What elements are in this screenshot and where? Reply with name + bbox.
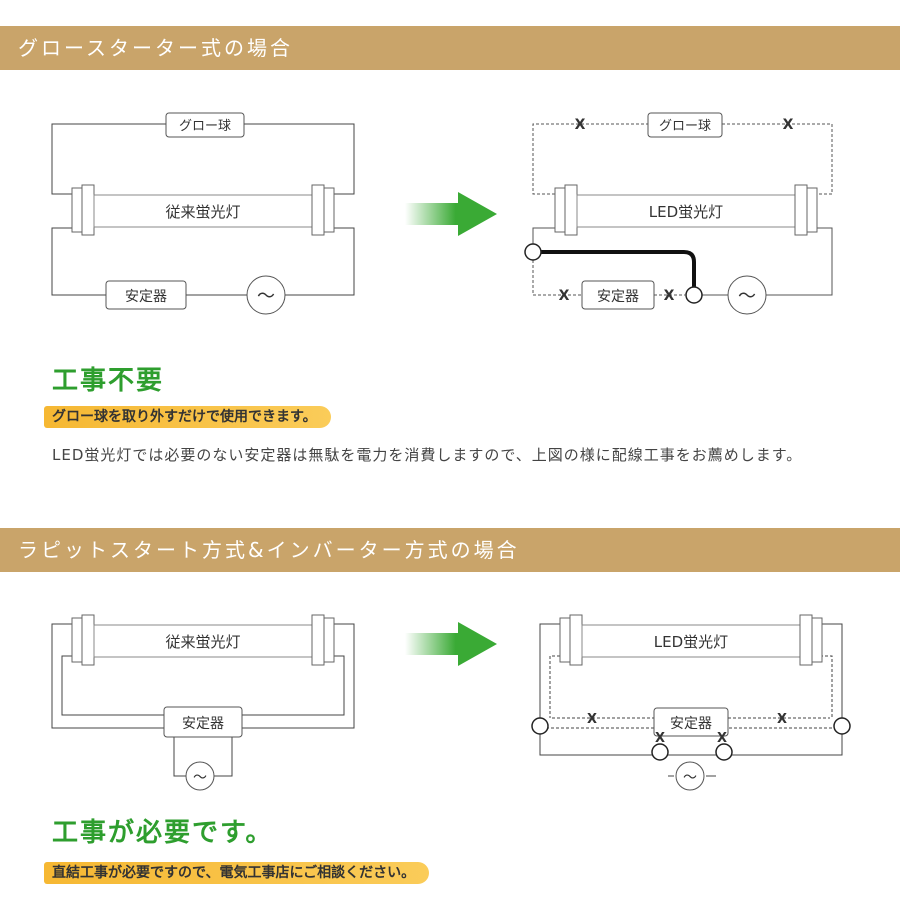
- section-header-glow-starter: グロースターター式の場合: [0, 26, 900, 70]
- bypass-wire: [540, 250, 696, 288]
- transition-arrow-2: [405, 622, 497, 666]
- rapid-start-wiring-diagram: 従来蛍光灯 安定器 ～ LED蛍光灯 安定器 ～: [51, 614, 851, 791]
- svg-text:～: ～: [683, 770, 697, 786]
- svg-text:安定器: 安定器: [670, 716, 712, 732]
- glow-lamp-left: グロー球: [165, 112, 245, 138]
- svg-text:安定器: 安定器: [597, 289, 639, 305]
- cut-mark-icon: X: [575, 117, 586, 133]
- highlight-remove-glow-lamp: グロー球を取り外すだけで使用できます。: [44, 406, 331, 428]
- description-text: LED蛍光灯では必要のない安定器は無駄を電力を消費しますので、上図の様に配線工事…: [52, 446, 803, 464]
- led-tube-2: LED蛍光灯: [559, 614, 823, 666]
- ballast-left: 安定器: [105, 280, 187, 310]
- svg-text:従来蛍光灯: 従来蛍光灯: [165, 633, 240, 651]
- led-circuit-2: [539, 623, 843, 777]
- svg-text:～: ～: [257, 286, 275, 307]
- conventional-tube: 従来蛍光灯: [71, 184, 335, 236]
- conventional-circuit: [51, 123, 355, 296]
- cut-mark-icon: X: [559, 288, 570, 304]
- transition-arrow-1: [405, 192, 497, 236]
- ballast-right: 安定器: [581, 280, 655, 310]
- junction-node-4: [833, 717, 851, 735]
- svg-text:グロー球: グロー球: [179, 119, 231, 134]
- junction-node-6: [715, 743, 733, 761]
- led-tube: LED蛍光灯: [554, 184, 818, 236]
- ballast-left-2: 安定器: [163, 706, 243, 738]
- cut-mark-icon: X: [717, 731, 727, 746]
- led-tube-label: LED蛍光灯: [649, 203, 723, 221]
- svg-text:安定器: 安定器: [125, 289, 167, 305]
- cut-mark-icon: X: [783, 117, 794, 133]
- junction-node-1: [524, 243, 542, 261]
- svg-text:～: ～: [193, 770, 207, 786]
- svg-text:LED蛍光灯: LED蛍光灯: [654, 633, 728, 651]
- conventional-tube-2: 従来蛍光灯: [71, 614, 335, 666]
- heading-no-work-required: 工事不要: [52, 366, 165, 396]
- heading-work-required: 工事が必要です。: [52, 818, 274, 848]
- svg-text:安定器: 安定器: [182, 716, 224, 732]
- conventional-tube-label: 従来蛍光灯: [165, 203, 240, 221]
- ac-source-right: ～: [727, 275, 767, 315]
- glow-lamp-right: グロー球: [647, 112, 723, 138]
- ballast-right-2: 安定器: [653, 707, 729, 737]
- junction-node-3: [531, 717, 549, 735]
- ac-source-left-2: ～: [185, 761, 215, 791]
- cut-mark-icon: X: [777, 712, 787, 727]
- cut-mark-icon: X: [664, 288, 675, 304]
- junction-node-5: [651, 743, 669, 761]
- svg-text:～: ～: [738, 286, 756, 307]
- conventional-circuit-2: [51, 623, 355, 777]
- junction-node-2: [685, 286, 703, 304]
- glow-starter-wiring-diagram: 従来蛍光灯 グロー球 安定器 ～ LED蛍光灯 グロー球: [51, 112, 833, 315]
- cut-mark-icon: X: [587, 712, 597, 727]
- ac-source-left: ～: [246, 275, 286, 315]
- highlight-consult-electrician: 直結工事が必要ですので、電気工事店にご相談ください。: [44, 862, 430, 884]
- ac-source-right-2: ～: [675, 761, 705, 791]
- section-header-rapid-start-inverter: ラピットスタート方式&インバーター方式の場合: [0, 528, 900, 572]
- led-circuit: [532, 123, 833, 296]
- svg-text:グロー球: グロー球: [659, 119, 711, 134]
- cut-mark-icon: X: [655, 731, 665, 746]
